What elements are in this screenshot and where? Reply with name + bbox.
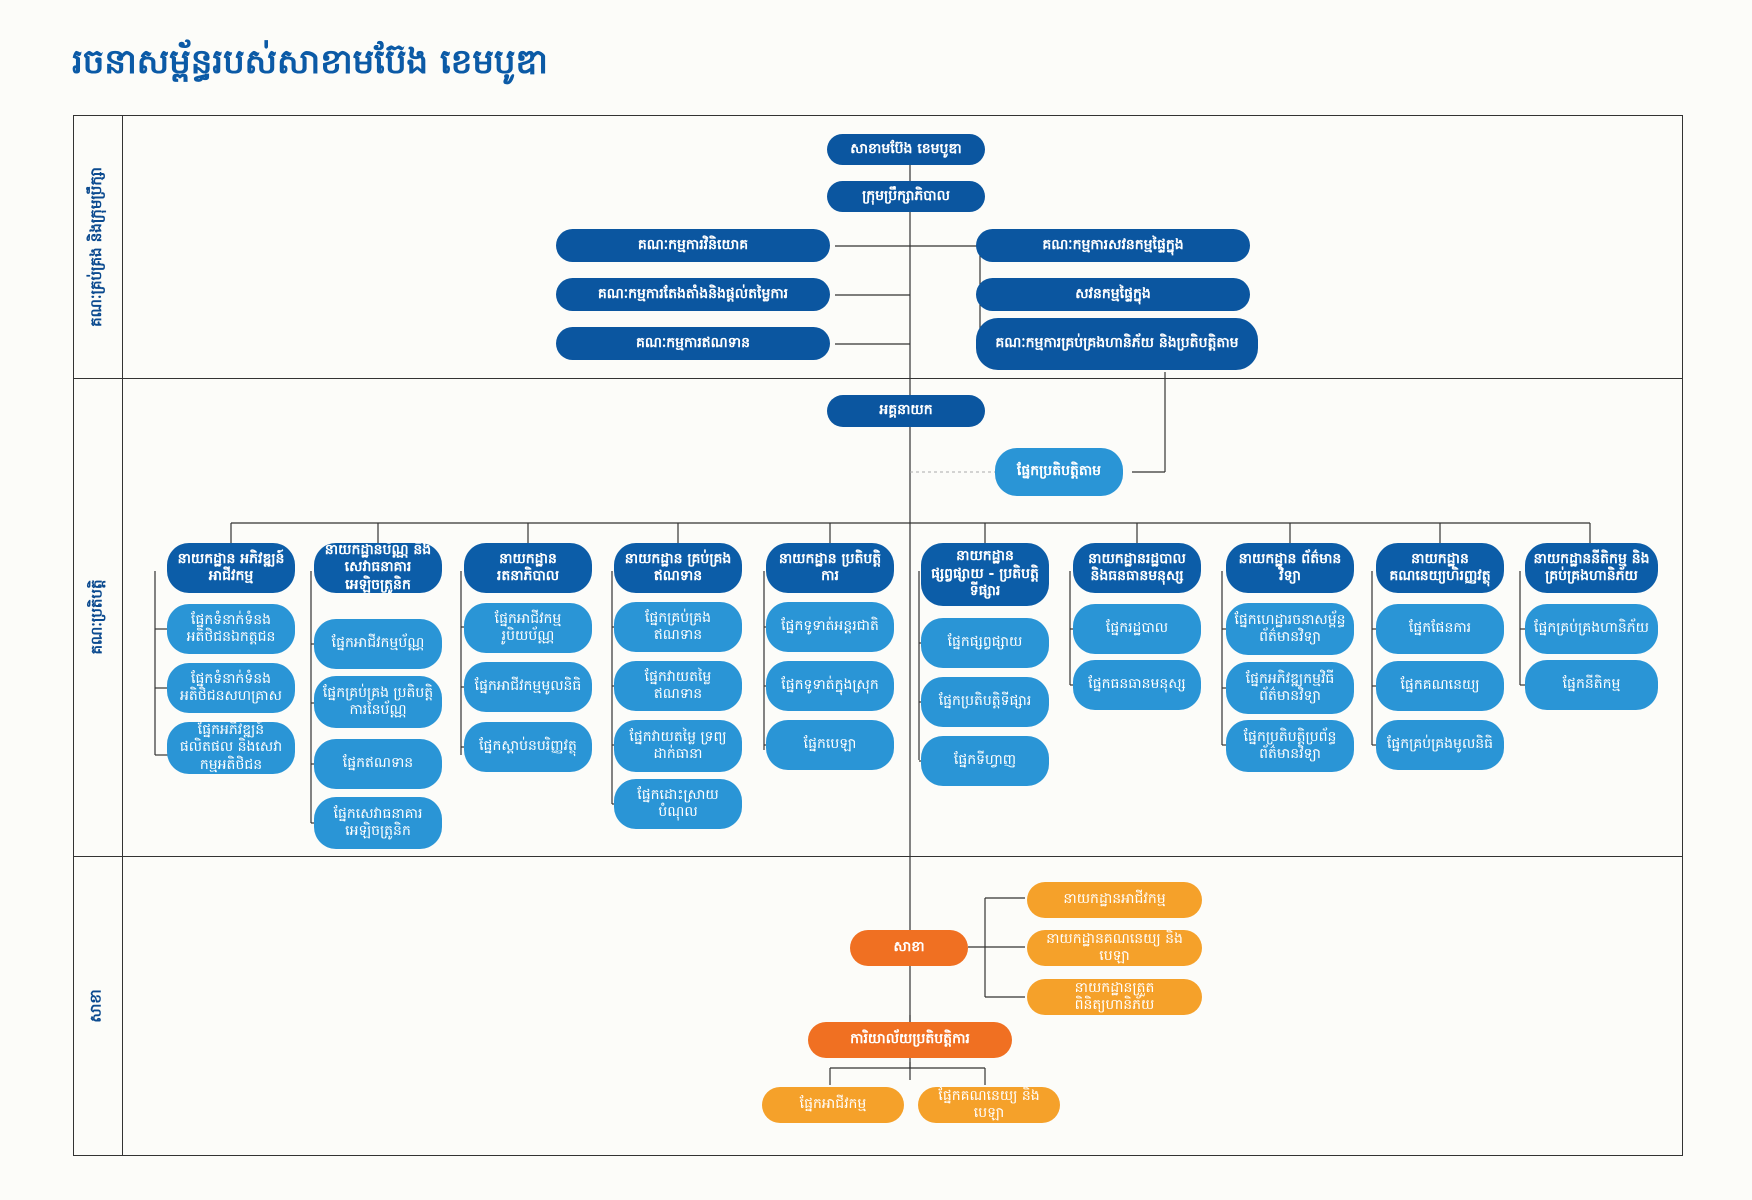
department-unit: ផ្នែកគ្រប់គ្រងមូលនិធិ <box>1376 720 1504 770</box>
department-unit: ផ្នែកនីតិកម្ម <box>1525 660 1658 710</box>
section-divider-2 <box>73 856 1683 857</box>
department-head: នាយកដ្ឋាន ប្រតិបត្តិការ <box>766 543 894 593</box>
branch-department: នាយកដ្ឋានអាជីវកម្ម <box>1027 882 1202 918</box>
department-head: នាយកដ្ឋាន ផ្សព្វផ្សាយ - ប្រតិបត្តិទីផ្សា… <box>921 543 1049 606</box>
department-unit: ផ្នែកទំនាក់ទំនង អតិថិជនឯកត្តជន <box>167 604 295 654</box>
department-head: នាយកដ្ឋានប័ណ្ណ និងសេវាធនាគារ អេឡិចត្រូនិ… <box>314 542 442 593</box>
operations-office-node: ការិយាល័យប្រតិបត្តិការ <box>808 1022 1012 1058</box>
department-unit: ផ្នែកអាជីវកម្មប័ណ្ណ <box>314 619 442 669</box>
department-unit: ផ្នែកទូទាត់ក្នុងស្រុក <box>766 661 894 711</box>
department-unit: ផ្នែកបេឡា <box>766 720 894 770</box>
department-unit: ផ្នែកដោះស្រាយបំណុល <box>614 779 742 829</box>
compliance-node: ផ្នែកប្រតិបត្តិតាម <box>995 448 1123 496</box>
office-unit: ផ្នែកអាជីវកម្ម <box>762 1087 904 1123</box>
department-unit: ផ្នែកសេវាធនាគារ អេឡិចត្រូនិក <box>314 797 442 849</box>
department-unit: ផ្នែករដ្ឋបាល <box>1073 604 1201 654</box>
risk-compliance-committee-node: គណៈកម្មការគ្រប់គ្រងហានិភ័យ និងប្រតិបត្តិ… <box>976 318 1258 370</box>
department-unit: ផ្នែកអាជីវកម្មមូលនិធិ <box>464 662 592 712</box>
audit-committee-node: គណៈកម្មការសវនកម្មផ្ទៃក្នុង <box>976 229 1250 262</box>
department-unit: ផ្នែកទំនាក់ទំនង អតិថិជនសហគ្រាស <box>167 663 295 713</box>
department-unit: ផ្នែកស្តាប់នបរិញ្ញវត្ថុ <box>464 722 592 772</box>
department-unit: ផ្នែកវាយតម្លៃ ទ្រព្យដាក់ធានា <box>614 720 742 772</box>
department-unit: ផ្នែកគ្រប់គ្រងហានិភ័យ <box>1525 604 1658 654</box>
department-unit: ផ្នែកអភិវឌ្ឍកម្មវិធី ព័ត៌មានវិទ្យា <box>1226 662 1354 714</box>
department-unit: ផ្នែកគ្រប់គ្រង ប្រតិបត្តិការនៃប័ណ្ណ <box>314 676 442 728</box>
board-of-directors-node: ក្រុមប្រឹក្សាភិបាល <box>827 181 985 212</box>
department-unit: ផ្នែកគណនេយ្យ <box>1376 661 1504 711</box>
department-head: នាយកដ្ឋាននីតិកម្ម និងគ្រប់គ្រងហានិភ័យ <box>1525 543 1658 593</box>
department-head: នាយកដ្ឋាន ព័ត៌មានវិទ្យា <box>1226 543 1354 593</box>
department-unit: ផ្នែកអភិវឌ្ឍន៍ផលិតផល និងសេវាកម្មអតិថិជន <box>167 722 295 774</box>
office-unit: ផ្នែកគណនេយ្យ និងបេឡា <box>918 1087 1060 1123</box>
ceo-node: អគ្គនាយក <box>827 395 985 427</box>
department-head: នាយកដ្ឋាន គណនេយ្យហិរញ្ញវត្ថុ <box>1376 543 1504 593</box>
chart-frame <box>73 115 1683 1156</box>
department-unit: ផ្នែកប្រតិបត្តិប្រព័ន្ធ ព័ត៌មានវិទ្យា <box>1226 720 1354 772</box>
department-unit: ផ្នែកវាយតម្លៃឥណទាន <box>614 661 742 711</box>
page-title: រចនាសម្ព័ន្ធរបស់សាខាមប៊ែង ខេមបូឌា <box>72 42 548 82</box>
department-head: នាយកដ្ឋាន អភិវឌ្ឍន៍អាជីវកម្ម <box>167 543 295 593</box>
investment-committee-node: គណៈកម្មការវិនិយោគ <box>556 229 830 262</box>
department-head: នាយកដ្ឋាន រតនាភិបាល <box>464 543 592 593</box>
branch-department: នាយកដ្ឋានគណនេយ្យ និងបេឡា <box>1027 930 1202 966</box>
label-column-divider <box>122 115 123 1156</box>
internal-audit-node: សវនកម្មផ្ទៃក្នុង <box>976 278 1250 311</box>
department-unit: ផ្នែកផ្សព្វផ្សាយ <box>921 618 1049 668</box>
department-unit: ផ្នែកទីហ្វាញ <box>921 736 1049 786</box>
nomination-remuneration-committee-node: គណៈកម្មការតែងតាំងនិងផ្តល់តម្លៃការ <box>556 278 830 311</box>
bank-node: សាខាមប៊ែង ខេមបូឌា <box>827 134 985 165</box>
department-unit: ផ្នែកធនធានមនុស្ស <box>1073 660 1201 710</box>
department-unit: ផ្នែកប្រតិបត្តិទីផ្សារ <box>921 677 1049 727</box>
branch-department: នាយកដ្ឋានត្រួតពិនិត្យហានិភ័យ <box>1027 979 1202 1015</box>
branch-node: សាខា <box>850 930 968 966</box>
department-unit: ផ្នែកអាជីវកម្មរូបិយប័ណ្ណ <box>464 603 592 653</box>
department-head: នាយកដ្ឋានរដ្ឋបាល និងធនធានមនុស្ស <box>1073 543 1201 593</box>
department-unit: ផ្នែកផែនការ <box>1376 604 1504 654</box>
department-unit: ផ្នែកទូទាត់អន្តរជាតិ <box>766 602 894 652</box>
department-unit: ផ្នែកឥណទាន <box>314 739 442 789</box>
department-unit: ផ្នែកហេដ្ឋារចនាសម្ព័ន្ធ ព័ត៌មានវិទ្យា <box>1226 603 1354 655</box>
credit-committee-node: គណៈកម្មការឥណទាន <box>556 327 830 360</box>
section-divider-1 <box>73 378 1683 379</box>
department-unit: ផ្នែកគ្រប់គ្រងឥណទាន <box>614 602 742 652</box>
department-head: នាយកដ្ឋាន គ្រប់គ្រងឥណទាន <box>614 543 742 593</box>
